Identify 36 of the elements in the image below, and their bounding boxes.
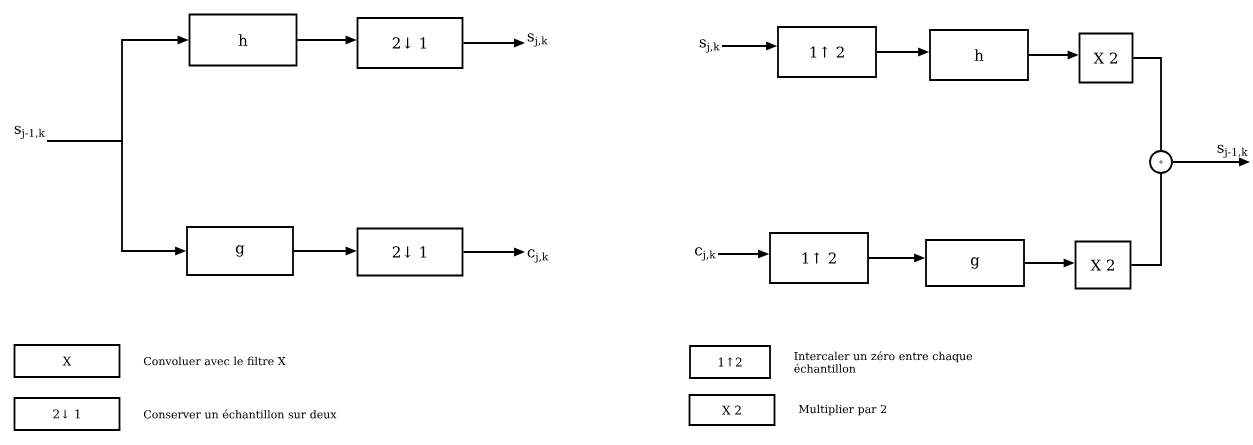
arrow	[717, 249, 770, 259]
block-box: 2↓ 1	[356, 17, 464, 69]
arrow	[721, 41, 778, 51]
legend-text: Conserver un échantillon sur deux	[143, 409, 337, 419]
signal-label: s$_{j-1,k}$	[14, 125, 45, 140]
arrow	[296, 35, 357, 45]
signal-label: c$_{j,k}$	[527, 249, 549, 263]
block-box: h	[929, 29, 1029, 81]
block-box: 2↓ 1	[356, 227, 464, 277]
block-box: 1↑ 2	[769, 232, 869, 284]
legend-text: Convoluer avec le filtre X	[143, 356, 286, 366]
arrow	[1028, 50, 1079, 60]
arrow	[868, 253, 926, 263]
block-box: g	[925, 239, 1025, 287]
legend-text: Multiplier par 2	[798, 404, 887, 416]
legend-box: X	[13, 344, 121, 378]
arrow	[462, 247, 525, 257]
legend-box: 2↓ 1	[13, 397, 121, 431]
signal-label: s$_{j,k}$	[527, 33, 548, 47]
signal-label: s$_{j,k}$	[699, 39, 720, 53]
block-box: X 2	[1078, 32, 1134, 84]
arrow	[1024, 258, 1075, 268]
block-box: h	[188, 13, 298, 67]
arrow	[1172, 157, 1250, 167]
arrow	[293, 246, 357, 256]
arrow	[46, 140, 187, 256]
block-box: X 2	[1074, 240, 1132, 290]
signal-label: s$_{j-1,k}$	[1217, 144, 1248, 159]
block-box: g	[186, 226, 294, 276]
signal-label: c$_{j,k}$	[695, 247, 716, 261]
arrow	[462, 38, 525, 48]
block-box: 1↑ 2	[777, 26, 877, 78]
arrow	[876, 47, 930, 57]
legend-box: X 2	[688, 394, 776, 426]
legend-box: 1↑2	[689, 345, 771, 379]
legend-text: Intercaler un zéro entre chaque échantillon	[794, 351, 973, 373]
